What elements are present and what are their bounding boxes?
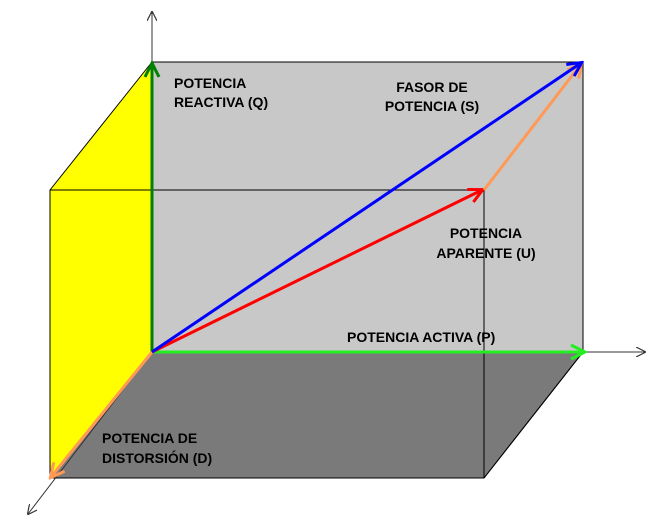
distortion-power-label-line2: DISTORSIÓN (D) [102,449,212,466]
active-power-label: POTENCIA ACTIVA (P) [347,329,495,345]
phasor-label-line1: FASOR DE [396,79,468,95]
apparent-power-label-line2: APARENTE (U) [436,245,535,261]
apparent-power-vector [151,190,482,354]
distortion-link-vector [482,64,581,191]
phasor-label-line2: POTENCIA (S) [385,98,479,114]
reactive-power-label-line1: POTENCIA [174,75,246,91]
reactive-power-label-line2: REACTIVA (Q) [174,94,268,110]
apparent-power-label-line1: POTENCIA [450,225,522,241]
power-phasor-vector [151,63,581,354]
distortion-power-vector [51,351,154,477]
distortion-power-label-line1: POTENCIA DE [102,430,197,446]
